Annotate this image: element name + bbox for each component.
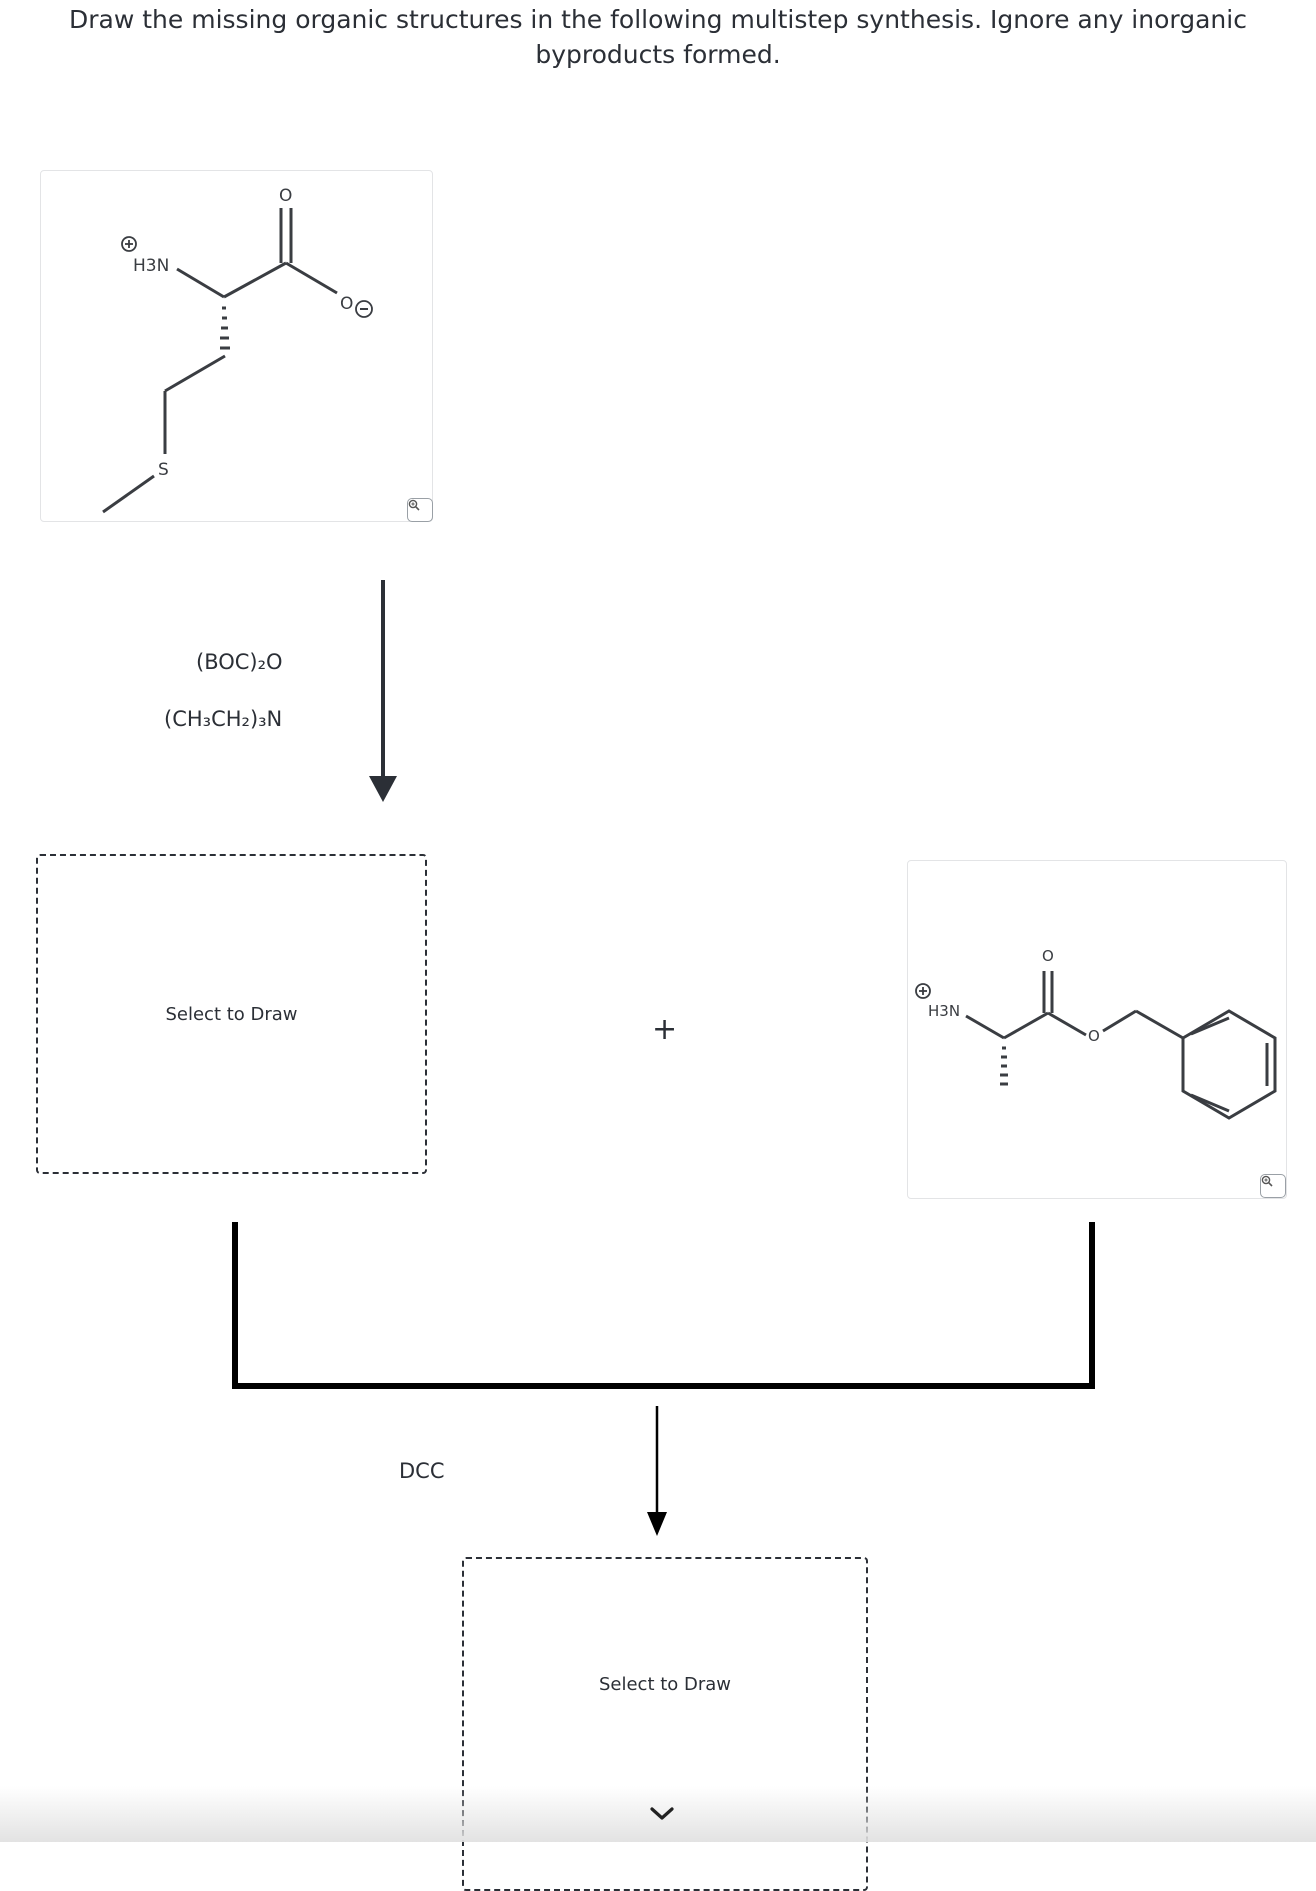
- reagent-triethylamine: (CH₃CH₂)₃N: [164, 707, 283, 731]
- coreactant-structure: H3N O O: [907, 860, 1287, 1199]
- combining-bracket-arrow: [232, 1222, 1095, 1536]
- carbonyl-oxygen-label: O: [1042, 947, 1054, 965]
- select-to-draw-label: Select to Draw: [598, 1673, 732, 1695]
- sulfur-atom-label: S: [158, 460, 169, 480]
- draw-box-intermediate[interactable]: Select to Draw: [36, 854, 427, 1174]
- reagent-dcc: DCC: [399, 1459, 445, 1483]
- reaction-arrow-down: [369, 580, 397, 802]
- chevron-down-icon[interactable]: [649, 1805, 675, 1823]
- zoom-button[interactable]: [407, 498, 433, 522]
- amine-atom-label: H3N: [928, 1002, 960, 1020]
- methionine-structure-drawing: H3N O O S: [102, 186, 373, 514]
- carboxylate-oxygen-label: O: [340, 294, 353, 314]
- reagent-boc-anhydride: (BOC)₂O: [196, 650, 283, 674]
- plus-sign: +: [652, 1012, 678, 1047]
- starting-material-structure: H3N O O S: [40, 170, 433, 522]
- carbonyl-oxygen-label: O: [279, 186, 292, 206]
- zoom-button[interactable]: [1260, 1174, 1286, 1198]
- magnifier-icon: [1261, 1175, 1273, 1187]
- ester-oxygen-label: O: [1088, 1027, 1100, 1045]
- alanine-benzyl-ester-drawing: H3N O O: [915, 947, 1277, 1120]
- select-to-draw-label: Select to Draw: [165, 1003, 298, 1025]
- magnifier-icon: [408, 499, 420, 511]
- amine-atom-label: H3N: [133, 256, 169, 276]
- question-prompt: Draw the missing organic structures in t…: [69, 5, 1247, 69]
